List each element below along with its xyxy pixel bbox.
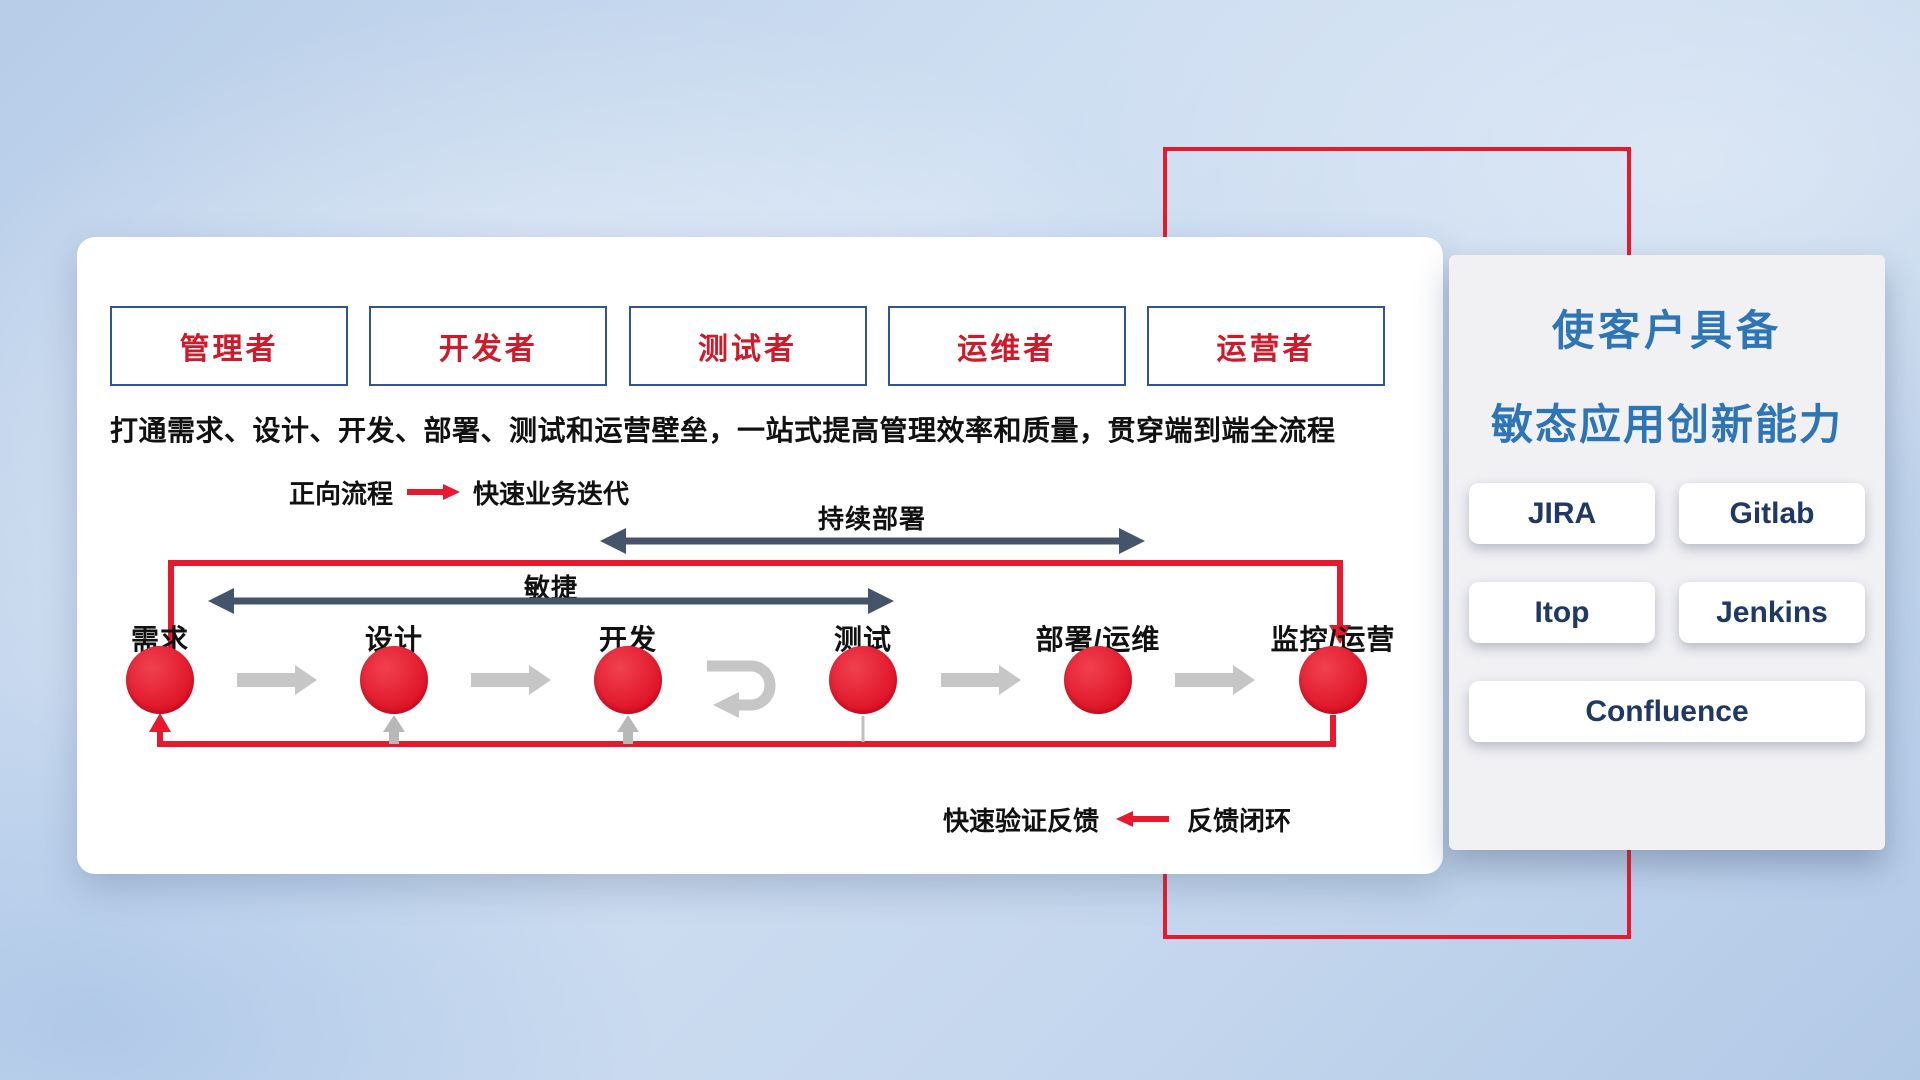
role-box-ops: 运维者 (887, 306, 1126, 386)
tool-chip-jira: JIRA (1469, 483, 1655, 544)
left-arrow-icon (1116, 811, 1170, 827)
tool-chip-jenkins: Jenkins (1679, 582, 1865, 643)
role-box-operator: 运营者 (1147, 306, 1385, 386)
devops-flow-card: 管理者 开发者 测试者 运维者 运营者 打通需求、设计、开发、部署、测试和运营壁… (77, 237, 1443, 874)
right-arrow-icon (407, 484, 461, 500)
continuous-deployment-label: 持续部署 (817, 504, 927, 534)
tool-chip-gitlab: Gitlab (1679, 483, 1865, 544)
forward-legend-label: 正向流程 (289, 478, 394, 509)
capability-panel: 使客户具备 敏态应用创新能力 JIRA Gitlab Itop Jenkins … (1449, 255, 1885, 850)
tool-chip-confluence: Confluence (1469, 681, 1865, 742)
role-box-manager: 管理者 (110, 306, 348, 386)
flow-diagram-arrows (149, 528, 1351, 747)
role-box-tester: 测试者 (628, 306, 867, 386)
description-text: 打通需求、设计、开发、部署、测试和运营壁垒，一站式提高管理效率和质量，贯穿端到端… (110, 415, 1336, 446)
tool-chip-itop: Itop (1469, 582, 1655, 643)
role-box-developer: 开发者 (369, 306, 608, 386)
forward-legend-value: 快速业务迭代 (473, 478, 630, 509)
stage-circle-testing (829, 646, 897, 714)
stage-circle-monitor-operations (1299, 646, 1367, 714)
feedback-legend: 快速验证反馈 反馈闭环 (943, 803, 1292, 836)
feedback-legend-label: 快速验证反馈 (943, 805, 1100, 836)
stage-circle-deploy-ops (1064, 646, 1132, 714)
stage-circle-requirements (126, 646, 194, 714)
feedback-legend-value: 反馈闭环 (1187, 805, 1292, 836)
panel-title-line1: 使客户具备 (1551, 307, 1782, 354)
panel-title-line2: 敏态应用创新能力 (1490, 401, 1843, 448)
roles-row: 管理者 开发者 测试者 运维者 运营者 (110, 306, 1385, 386)
stage-circle-development (594, 646, 662, 714)
forward-legend: 正向流程 快速业务迭代 (289, 476, 630, 509)
stage-circle-design (360, 646, 428, 714)
